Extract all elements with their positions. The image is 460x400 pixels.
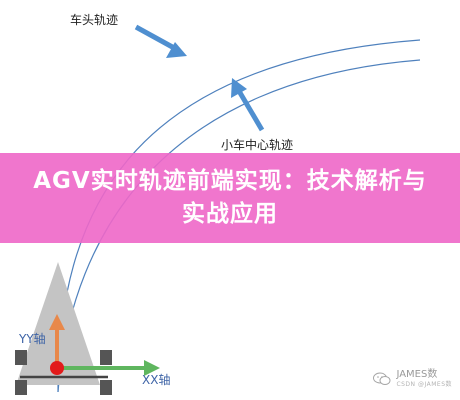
wheel-left-bottom	[15, 380, 27, 395]
center-trajectory-pointer-arrow	[231, 78, 265, 132]
wheel-right-bottom	[100, 380, 112, 395]
wechat-icon	[373, 372, 391, 385]
yy-axis-label: YY轴	[19, 332, 46, 346]
wheel-right-top	[100, 350, 112, 365]
head-trajectory-pointer-arrow	[134, 24, 187, 58]
title-banner: AGV实时轨迹前端实现：技术解析与实战应用	[0, 153, 460, 243]
xx-axis-arrow	[57, 360, 160, 376]
center-trajectory-label: 小车中心轨迹	[221, 138, 294, 152]
wheel-left-top	[15, 350, 27, 365]
watermark-text: JAMES数	[396, 369, 438, 380]
watermark: JAMES数 CSDN @JAMES数	[373, 369, 452, 389]
origin-point	[50, 361, 64, 375]
head-trajectory-label: 车头轨迹	[70, 13, 119, 27]
watermark-subtext: CSDN @JAMES数	[396, 381, 452, 388]
banner-title: AGV实时轨迹前端实现：技术解析与实战应用	[33, 168, 427, 227]
xx-axis-label: XX轴	[142, 373, 171, 387]
